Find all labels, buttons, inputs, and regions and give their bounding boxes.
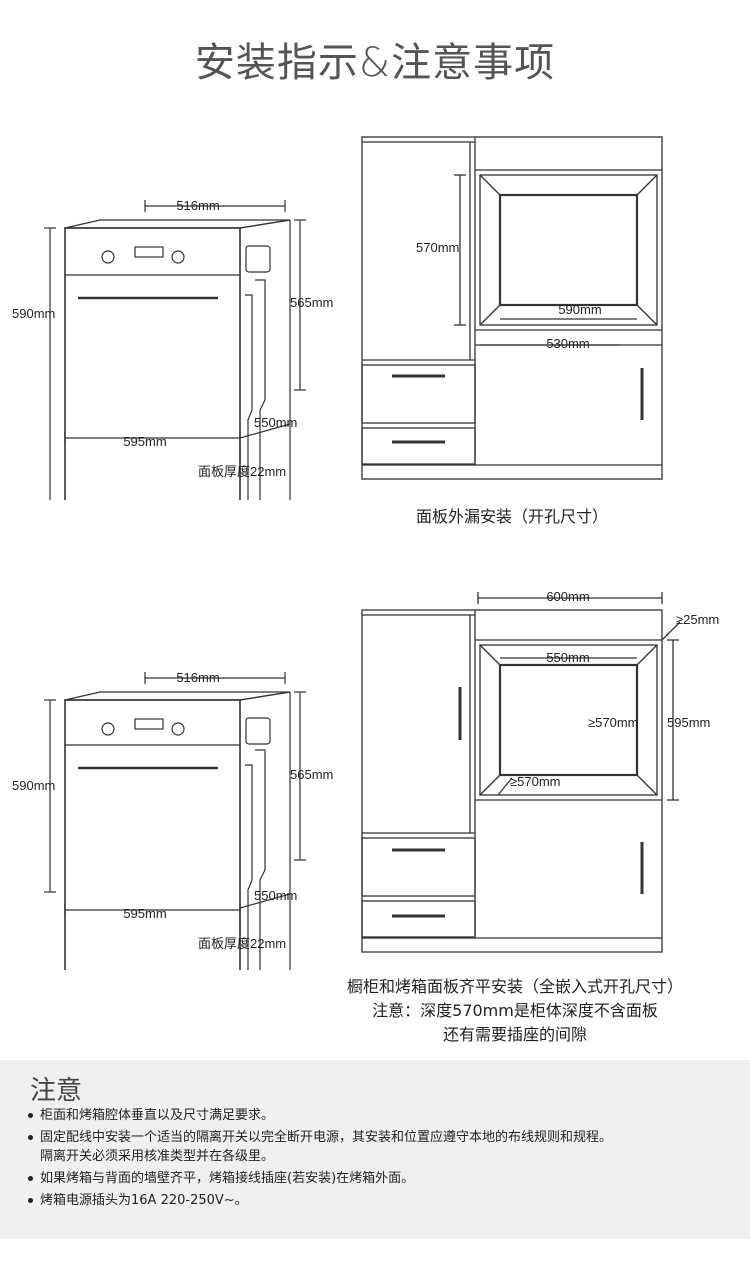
caption-2-line-2: 注意：深度570mm是柜体深度不含面板 bbox=[372, 1001, 658, 1020]
oven-drawing-1 bbox=[64, 219, 291, 500]
dim-oven-front-width: 595mm bbox=[123, 434, 166, 449]
dim-oven-depth-2: 550mm bbox=[254, 888, 297, 903]
dim-oven-depth: 550mm bbox=[254, 415, 297, 430]
list-item: 烤箱电源插头为16A 220-250V~。 bbox=[28, 1191, 728, 1210]
dim-oven-front-width-2: 595mm bbox=[123, 906, 166, 921]
notes-section: 注意 柜面和烤箱腔体垂直以及尺寸满足要求。 固定配线中安装一个适当的隔离开关以完… bbox=[0, 1060, 750, 1239]
note-item-2a: 固定配线中安装一个适当的隔离开关以完全断开电源，其安装和位置应遵守本地的布线规则… bbox=[40, 1130, 613, 1145]
dim-cab-opening-width-2: 550mm bbox=[546, 650, 589, 665]
dim-cab-depth: ≥570mm bbox=[510, 774, 560, 789]
dim-oven-height: 590mm bbox=[12, 306, 55, 321]
dim-oven-body-height: 565mm bbox=[290, 295, 333, 310]
page-title: 安装指示&注意事项 bbox=[194, 40, 556, 86]
installation-diagram-1: 516mm 590mm 565mm 550mm 595mm 面板厚度22mm bbox=[12, 136, 663, 500]
list-item: 柜面和烤箱腔体垂直以及尺寸满足要求。 bbox=[28, 1106, 728, 1125]
dim-cab-opening-height: 570mm bbox=[416, 240, 459, 255]
oven-drawing-2 bbox=[44, 672, 306, 970]
caption-2: 橱柜和烤箱面板齐平安装（全嵌入式开孔尺寸） 注意：深度570mm是柜体深度不含面… bbox=[300, 975, 730, 1047]
dim-oven-body-height-2: 565mm bbox=[290, 767, 333, 782]
dim-oven-height-2: 590mm bbox=[12, 778, 55, 793]
notes-heading: 注意 bbox=[30, 1076, 83, 1106]
dim-cab-gap: ≥25mm bbox=[676, 612, 719, 627]
dim-oven-width: 516mm bbox=[176, 198, 219, 213]
dim-oven-width-2: 516mm bbox=[176, 670, 219, 685]
cabinet-drawing-1 bbox=[361, 136, 663, 480]
cabinet-drawing-2 bbox=[361, 592, 681, 953]
dim-panel-thickness-2: 面板厚度22mm bbox=[198, 936, 286, 951]
notes-list: 柜面和烤箱腔体垂直以及尺寸满足要求。 固定配线中安装一个适当的隔离开关以完全断开… bbox=[28, 1106, 728, 1213]
dim-cab-total-height: 595mm bbox=[667, 715, 710, 730]
dim-cab-width-2: 600mm bbox=[546, 590, 589, 604]
note-item-2b: 隔离开关必须采用核准类型并在各级里。 bbox=[40, 1149, 275, 1164]
dim-cab-opening-height-2: ≥570mm bbox=[588, 715, 638, 730]
dim-panel-thickness: 面板厚度22mm bbox=[198, 464, 286, 479]
dim-cab-width: 530mm bbox=[546, 336, 589, 351]
caption-2-line-3: 还有需要插座的间隙 bbox=[442, 1025, 587, 1044]
list-item: 如果烤箱与背面的墙壁齐平，烤箱接线插座(若安装)在烤箱外面。 bbox=[28, 1169, 728, 1188]
installation-diagram-2: 516mm 590mm 565mm 550mm 595mm 面板厚度22mm bbox=[12, 590, 719, 970]
list-item: 固定配线中安装一个适当的隔离开关以完全断开电源，其安装和位置应遵守本地的布线规则… bbox=[28, 1128, 728, 1166]
dim-cab-opening-width: 590mm bbox=[558, 302, 601, 317]
caption-1: 面板外漏安装（开孔尺寸） bbox=[415, 507, 608, 526]
caption-2-line-1: 橱柜和烤箱面板齐平安装（全嵌入式开孔尺寸） bbox=[346, 977, 683, 996]
